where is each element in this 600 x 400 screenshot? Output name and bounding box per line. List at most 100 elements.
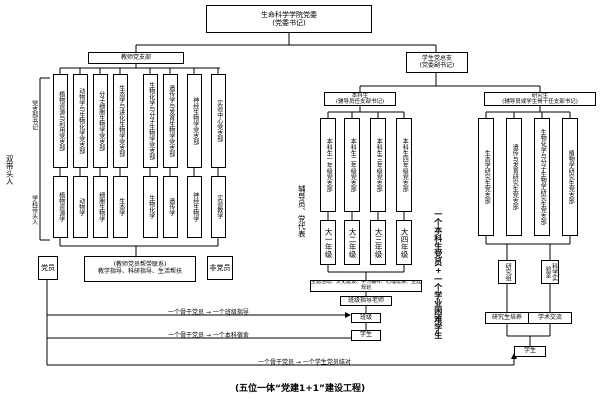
teacher-branch-box-7: 神经生物学党支部 bbox=[187, 74, 202, 168]
teacher-branch-label-6: 遗传学与发育生物学党支部 bbox=[167, 85, 175, 157]
grad-exchange-box: 学术交流 bbox=[528, 312, 572, 324]
party-secretary-label: 党支部书记 bbox=[30, 100, 38, 130]
ug-grade-box-3: 大三年级 bbox=[370, 220, 386, 265]
discipline-box-2: 动物学 bbox=[73, 176, 88, 238]
teacher-branch-box-6: 遗传学与发育生物学党支部 bbox=[163, 74, 178, 168]
grad-training-label: 研究生培养 bbox=[491, 313, 522, 321]
college-party-committee-title: 生命科学学院党委 bbox=[261, 10, 317, 19]
research-group-box: 研究组 bbox=[498, 260, 516, 284]
ug-grade-box-1: 大一年级 bbox=[320, 220, 336, 265]
class-box: 班级 bbox=[351, 313, 381, 323]
college-party-committee-box: 生命科学学院党委 (党委书记) bbox=[206, 5, 372, 33]
discipline-label-3: 细胞生物学 bbox=[97, 192, 105, 222]
teacher-branch-label-3: 分子细胞生物学党支部 bbox=[97, 91, 105, 151]
non-party-label: 非党员 bbox=[209, 263, 231, 272]
undergrad-subtitle: (辅导员任支部书记) bbox=[335, 99, 385, 105]
teacher-branch-label-8: 实验中心党支部 bbox=[215, 100, 223, 142]
grad-branch-label-1: 生态学研究生党支部 bbox=[483, 150, 491, 204]
ug-branch-label-1: 本科生一年级党支部 bbox=[325, 138, 333, 192]
undergrad-title: 本科生 bbox=[351, 92, 369, 99]
teacher-branch-box-8: 实验中心党支部 bbox=[211, 74, 226, 168]
teacher-branch-box-5: 生物化学与分子生物学党支部 bbox=[143, 74, 158, 168]
ug-grade-label-2: 大二年级 bbox=[348, 227, 358, 258]
lab-label: 科学实验室 bbox=[544, 263, 558, 281]
grad-branch-label-3: 生物化学与分子生物学研究生党支部 bbox=[539, 129, 547, 225]
discipline-box-1: 植物资源学 bbox=[53, 176, 68, 238]
teacher-branch-box-2: 动物学与生物化学党支部 bbox=[73, 74, 88, 168]
grad-box: 研究生 (辅导员或学生骨干任支部书记) bbox=[484, 92, 596, 106]
grad-subtitle: (辅导员或学生骨干任支部书记) bbox=[502, 99, 578, 105]
student-general-branch-subtitle: (党委副书记) bbox=[419, 61, 455, 69]
teacher-branch-box-3: 分子细胞生物学党支部 bbox=[93, 74, 108, 168]
ug-activity-box: 主题活动、文化建设、学习辅导、心理帮扶、生涯规划 bbox=[310, 280, 422, 292]
discipline-box-4: 生态学 bbox=[113, 176, 128, 238]
grad-branch-box-3: 生物化学与分子生物学研究生党支部 bbox=[534, 118, 550, 236]
research-group-label: 研究组 bbox=[504, 263, 512, 281]
class-tutor-box: 班级指导老师 bbox=[340, 296, 392, 306]
ug-grade-label-3: 大三年级 bbox=[374, 227, 384, 258]
discipline-label-4: 生态学 bbox=[117, 198, 125, 216]
student-general-branch-box: 学生党总支 (党委副书记) bbox=[406, 52, 468, 73]
ug-branch-label-4: 本科生四年级党支部 bbox=[401, 138, 409, 192]
ug-grade-box-2: 大二年级 bbox=[344, 220, 360, 265]
discipline-box-6: 遗传学 bbox=[163, 176, 178, 238]
grad-training-box: 研究生培养 bbox=[485, 312, 529, 324]
discipline-label-8: 实验教学 bbox=[215, 195, 223, 219]
grad-title: 研究生 bbox=[531, 92, 549, 99]
discipline-label-5: 生物化学 bbox=[147, 195, 155, 219]
right-vertical-slogan: 一个本科生党员+一个学业困难学生 bbox=[433, 210, 443, 339]
pairing-title: (教师党员帮带联系) bbox=[113, 261, 167, 269]
grad-branch-box-1: 生态学研究生党支部 bbox=[478, 118, 494, 236]
pairing-detail: 教学指导、科研指导、生活帮扶 bbox=[97, 268, 182, 275]
discipline-box-3: 细胞生物学 bbox=[93, 176, 108, 238]
grad-branch-box-4: 植物学研究生党支部 bbox=[562, 118, 578, 236]
teacher-branch-header: 教师党支部 bbox=[88, 52, 184, 64]
non-party-box: 非党员 bbox=[207, 256, 233, 280]
ug-grade-box-4: 大四年级 bbox=[396, 220, 412, 265]
diagram-title: (五位一体“党建1+1”建设工程) bbox=[234, 384, 366, 394]
ug-branch-label-2: 本科生二年级党支部 bbox=[349, 138, 357, 192]
ug-branch-box-4: 本科生四年级党支部 bbox=[396, 118, 412, 212]
grad-student-box: 学生 bbox=[514, 346, 546, 357]
teacher-branch-box-4: 生态学与进化生物学党支部 bbox=[113, 74, 128, 168]
teacher-branch-box-1: 植物资源与利用党支部 bbox=[53, 74, 68, 168]
discipline-label-6: 遗传学 bbox=[167, 198, 175, 216]
teacher-branch-label-1: 植物资源与利用党支部 bbox=[57, 91, 65, 151]
counselor-label: 辅导员、党代表 bbox=[297, 185, 307, 238]
college-party-committee-subtitle: (党委书记) bbox=[272, 19, 306, 27]
arrow-label-2: 一个骨干党员 → 一个本科宿舍 bbox=[168, 332, 249, 339]
grad-branch-label-4: 植物学研究生党支部 bbox=[567, 150, 575, 204]
arrow-label-1: 一个骨干党员 → 一个班级指导 bbox=[168, 309, 249, 316]
discipline-label-2: 动物学 bbox=[77, 198, 85, 216]
ug-activity-label: 主题活动、文化建设、学习辅导、心理帮扶、生涯规划 bbox=[311, 280, 422, 291]
ug-grade-label-4: 大四年级 bbox=[400, 227, 410, 258]
class-tutor-label: 班级指导老师 bbox=[347, 296, 384, 304]
teacher-branch-label-2: 动物学与生物化学党支部 bbox=[77, 88, 85, 154]
party-member-box: 党员 bbox=[38, 256, 58, 280]
discipline-box-5: 生物化学 bbox=[143, 176, 158, 238]
lab-box: 科学实验室 bbox=[541, 260, 559, 284]
arrow-label-3: 一个骨干党员 → 一个学生党员结对 bbox=[258, 359, 351, 366]
ug-branch-box-3: 本科生三年级党支部 bbox=[370, 118, 386, 212]
grad-exchange-label: 学术交流 bbox=[537, 313, 562, 321]
class-label: 班级 bbox=[359, 313, 372, 321]
discipline-label-7: 神经生物学 bbox=[191, 192, 199, 222]
undergrad-box: 本科生 (辅导员任支部书记) bbox=[324, 92, 396, 106]
discipline-box-7: 神经生物学 bbox=[187, 176, 202, 238]
ug-student-box: 学生 bbox=[351, 330, 381, 341]
ug-grade-label-1: 大一年级 bbox=[324, 227, 334, 258]
teacher-branch-header-label: 教师党支部 bbox=[120, 53, 151, 61]
pairing-box: (教师党员帮带联系) 教学指导、科研指导、生活帮扶 bbox=[84, 256, 196, 282]
ug-branch-box-2: 本科生二年级党支部 bbox=[344, 118, 360, 212]
ug-student-label: 学生 bbox=[359, 331, 372, 339]
party-member-label: 党员 bbox=[41, 263, 55, 272]
grad-student-label: 学生 bbox=[523, 347, 536, 355]
grad-branch-box-2: 遗传与发育研究生党支部 bbox=[506, 118, 522, 236]
discipline-head-label: 学科带头人 bbox=[30, 195, 38, 225]
teacher-branch-label-7: 神经生物学党支部 bbox=[191, 97, 199, 145]
dual-head-label: 双带头人 bbox=[5, 155, 15, 185]
ug-branch-box-1: 本科生一年级党支部 bbox=[320, 118, 336, 212]
ug-branch-label-3: 本科生三年级党支部 bbox=[375, 138, 383, 192]
teacher-branch-label-4: 生态学与进化生物学党支部 bbox=[117, 85, 125, 157]
